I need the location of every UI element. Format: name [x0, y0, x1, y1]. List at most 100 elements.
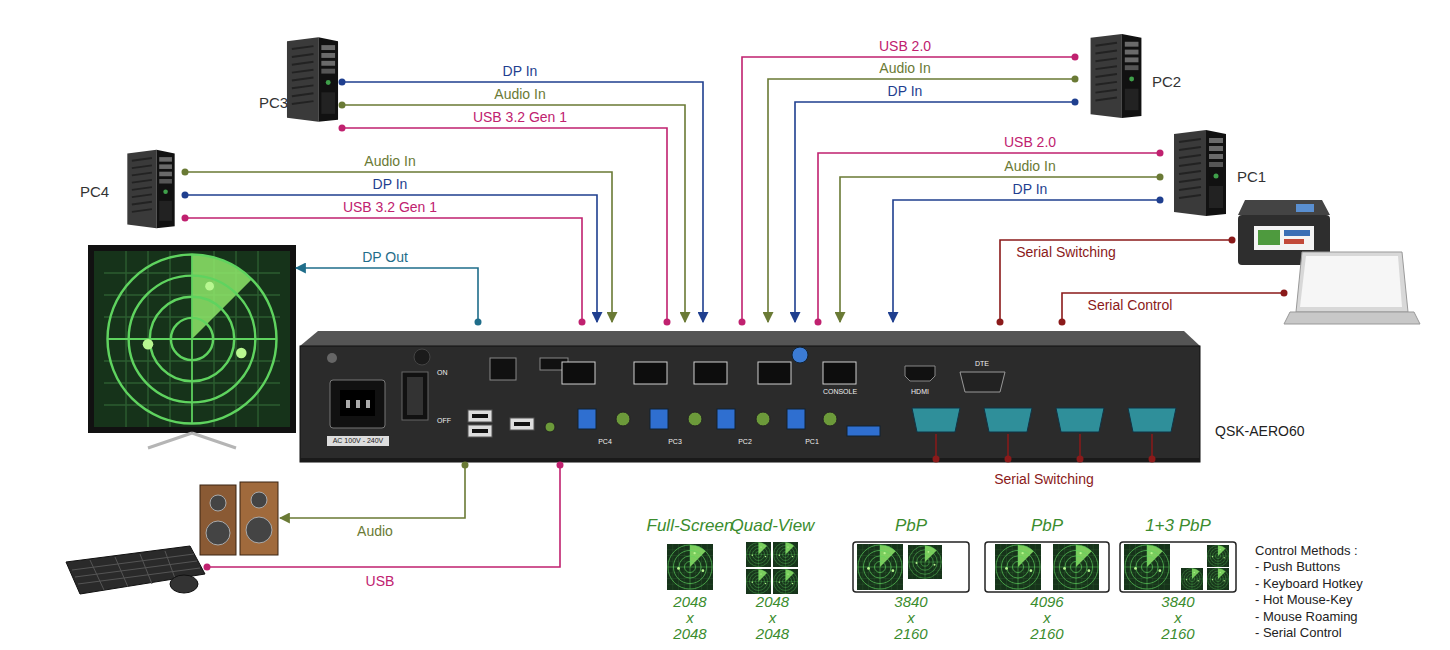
cable-end-dot [579, 319, 586, 326]
resolution-text: 3840 x 2160 [1157, 594, 1199, 642]
layout-thumbnails [773, 569, 798, 594]
cable-end-dot [1281, 290, 1288, 297]
signal-label: DP Out [362, 249, 408, 265]
panel-print: ON [437, 369, 448, 377]
pc-node: PC3 [255, 32, 342, 130]
power-socket [340, 390, 375, 416]
cable-end-dot [557, 462, 564, 469]
signal-cable [1062, 293, 1284, 322]
kvm-housing [300, 346, 1200, 462]
control-methods: - Serial Control [1255, 625, 1342, 641]
printer-picture [1284, 230, 1310, 236]
serial-leader [933, 456, 940, 463]
signal-label: DP In [888, 83, 923, 99]
signal-label: Audio [357, 523, 393, 539]
pc-node: PC4 [78, 148, 185, 230]
power-socket [346, 400, 350, 408]
printer-picture [1258, 230, 1280, 245]
panel-ports [510, 418, 534, 430]
control-methods: - Push Buttons [1255, 559, 1340, 575]
cable-end-dot [182, 169, 189, 176]
laptop-node [1284, 250, 1420, 330]
layout-mode: Full-Screen2048 x 2048 [640, 516, 740, 644]
kvm-housing [327, 353, 337, 363]
layout-thumbnails [667, 544, 713, 590]
resolution-text: 3840 x 2160 [890, 594, 932, 642]
panel-ports [792, 347, 808, 363]
cable-end-dot [475, 319, 482, 326]
printer-picture [1254, 226, 1314, 250]
kvm-housing [300, 331, 1200, 346]
panel-ports [756, 412, 770, 426]
panel-ports [514, 422, 530, 426]
cable-end-dot [1072, 54, 1079, 61]
layout-thumbnails [1207, 545, 1229, 567]
device-label: PC3 [259, 94, 288, 111]
layout-thumbnails [773, 542, 798, 567]
panel-ports [616, 412, 630, 426]
power-switch [402, 372, 428, 420]
serial-leader [933, 434, 1156, 463]
signal-cable [818, 153, 1160, 322]
pc-tower-pictures [287, 37, 338, 121]
monitor-picture [104, 251, 280, 427]
cable-end-dot [339, 79, 346, 86]
signal-label: Audio In [364, 153, 415, 169]
cable-end-dot [339, 102, 346, 109]
panel-ports [490, 358, 516, 380]
pc-tower-pictures [1174, 130, 1226, 216]
panel-print: HDMI [911, 388, 929, 396]
signal-cable [185, 195, 597, 322]
panel-ports [823, 362, 856, 384]
port-label: PC3 [668, 438, 682, 446]
panel-ports [694, 362, 727, 384]
keyboard-picture [170, 575, 198, 593]
cable-end-dot [1072, 99, 1079, 106]
resolution-text: 2048 x 2048 [752, 594, 794, 642]
panel-ports [1056, 408, 1104, 432]
panel-ports [758, 362, 791, 384]
printer-picture [1284, 239, 1304, 244]
panel-ports [905, 366, 935, 381]
layout-title: PbP [1031, 516, 1063, 536]
cable-end-dot [997, 319, 1004, 326]
layout-thumbnails [857, 544, 903, 590]
speaker-picture [200, 482, 278, 555]
laptop-picture [1300, 256, 1402, 307]
monitor-picture [94, 251, 290, 427]
cable-end-dot [339, 125, 346, 132]
speaker-picture [210, 495, 226, 511]
layout-thumbnails [853, 542, 969, 592]
laptop-picture [1296, 252, 1408, 312]
layout-thumbnails [746, 569, 771, 594]
panel-ports [472, 414, 488, 418]
layout-thumbnails [1124, 544, 1170, 590]
port-label: PC1 [805, 438, 819, 446]
signal-label: Audio In [879, 60, 930, 76]
cable-end-dot [182, 192, 189, 199]
signal-cable [296, 268, 478, 322]
keyboard-picture [66, 546, 205, 594]
signal-cable [342, 105, 685, 322]
printer-picture [1296, 204, 1314, 212]
signal-cable [185, 172, 612, 322]
signal-label: Serial Switching [994, 471, 1094, 488]
panel-ports [578, 409, 596, 429]
signal-label: Audio In [494, 86, 545, 102]
power-socket [327, 436, 389, 446]
cable-end-dot [664, 319, 671, 326]
signal-label: USB 2.0 [879, 38, 931, 54]
serial-leader [1149, 456, 1156, 463]
panel-ports [823, 412, 837, 426]
signal-label: USB [366, 573, 395, 589]
layout-thumbnails [1053, 544, 1099, 590]
signal-label: DP In [373, 176, 408, 192]
monitor-node [88, 245, 296, 440]
panel-ports [984, 408, 1032, 432]
kvm-housing [414, 349, 430, 365]
laptop-picture [1284, 312, 1420, 324]
layout-title: PbP [895, 516, 927, 536]
panel-ports [1128, 408, 1176, 432]
cable-end-dot [182, 215, 189, 222]
cable-end-dot [462, 462, 469, 469]
